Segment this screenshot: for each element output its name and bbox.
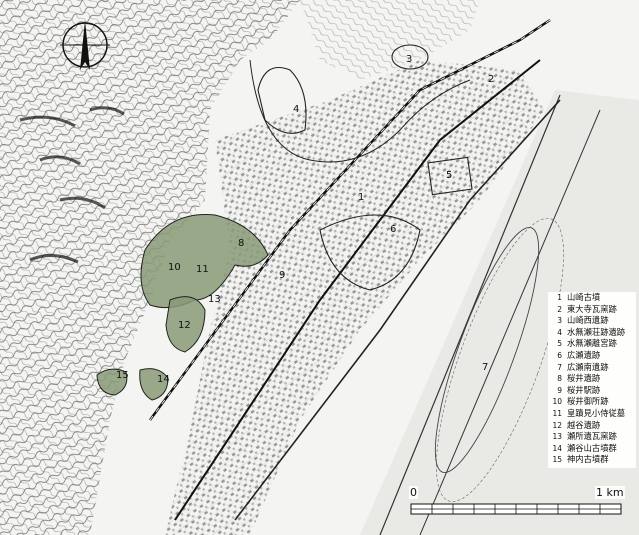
legend-item-label: 広瀬遺跡 — [567, 349, 601, 360]
legend-item-number: 15 — [552, 455, 562, 465]
site-area-12 — [165, 296, 206, 353]
urban-area — [165, 60, 545, 535]
legend-item-label: 東大寺瓦窯跡 — [567, 303, 617, 314]
site-areas — [96, 213, 269, 401]
legend-item-label: 山崎西遺跡 — [567, 315, 609, 326]
legend-item: 8 桜井遺跡 — [548, 373, 636, 385]
site-markers: 1 2 3 4 5 6 7 8 9 10 11 12 13 14 15 — [116, 54, 494, 385]
legend-item-number: 8 — [557, 374, 562, 384]
site-marker-9: 9 — [279, 270, 285, 281]
legend-item: 2 東大寺瓦窯跡 — [548, 304, 636, 316]
legend-item-number: 14 — [552, 443, 562, 453]
legend-item: 15 神内古墳群 — [548, 454, 636, 466]
legend-item-label: 水無瀬離宮跡 — [567, 338, 617, 349]
legend-item: 7 広瀬南遺跡 — [548, 362, 636, 374]
legend-item-label: 神内古墳群 — [567, 454, 609, 465]
site-marker-5: 5 — [446, 170, 452, 181]
site-marker-1: 1 — [358, 192, 364, 203]
scale-end-label: 1 km — [595, 486, 625, 499]
legend-item-number: 13 — [552, 432, 562, 442]
legend-item: 14 瀬谷山古墳群 — [548, 443, 636, 455]
legend-item-label: 皇蹟見小侍従墓 — [567, 407, 626, 418]
site-marker-8: 8 — [238, 238, 244, 249]
legend-item-label: 広瀬南遺跡 — [567, 361, 609, 372]
site-marker-2: 2 — [488, 74, 494, 85]
site-marker-3: 3 — [406, 54, 412, 65]
legend-item-label: 桜井遺跡 — [567, 373, 601, 384]
site-area-15 — [96, 368, 128, 396]
legend-item: 5 水無瀬離宮跡 — [548, 338, 636, 350]
legend-item-number: 10 — [552, 397, 562, 407]
legend-item: 6 広瀬遺跡 — [548, 350, 636, 362]
site-marker-11: 11 — [196, 264, 209, 275]
north-arrow-icon — [60, 20, 110, 70]
legend-item-number: 5 — [557, 339, 562, 349]
legend-item-number: 4 — [557, 327, 562, 337]
legend-item: 10 桜井御所跡 — [548, 396, 636, 408]
legend-item: 1 山崎古墳 — [548, 292, 636, 304]
site-outlines — [257, 44, 473, 291]
legend-item-label: 水無瀬荘跡遺跡 — [567, 326, 626, 337]
legend-item-label: 桜井駅跡 — [567, 384, 601, 395]
legend-item-label: 瀬谷山古墳群 — [567, 442, 617, 453]
site-marker-4: 4 — [293, 104, 299, 115]
legend-item: 11 皇蹟見小侍従墓 — [548, 408, 636, 420]
site-marker-14: 14 — [157, 374, 170, 385]
legend-item-label: 瀬所遺瓦窯跡 — [567, 431, 617, 442]
site-marker-15: 15 — [116, 370, 129, 381]
railway-lines — [149, 19, 561, 521]
legend-item-number: 3 — [557, 316, 562, 326]
legend-item-label: 越谷遺跡 — [567, 419, 601, 430]
legend-item: 4 水無瀬荘跡遺跡 — [548, 327, 636, 339]
legend-item-number: 2 — [557, 304, 562, 314]
site-marker-7: 7 — [482, 362, 488, 373]
legend-item-number: 11 — [552, 408, 562, 418]
legend-item: 12 越谷遺跡 — [548, 420, 636, 432]
scale-start-label: 0 — [409, 486, 418, 499]
site-marker-6: 6 — [390, 224, 396, 235]
scale-bar: 0 1 km — [405, 486, 635, 526]
site-marker-13: 13 — [208, 294, 221, 305]
legend-item-label: 山崎古墳 — [567, 292, 601, 302]
legend-item: 9 桜井駅跡 — [548, 385, 636, 397]
legend-item-number: 9 — [557, 385, 562, 395]
scale-bar-graphic — [410, 503, 622, 515]
site-marker-10: 10 — [168, 262, 181, 273]
site-area-14 — [139, 368, 169, 401]
legend-item: 13 瀬所遺瓦窯跡 — [548, 431, 636, 443]
legend-item-number: 6 — [557, 350, 562, 360]
legend-item-label: 桜井御所跡 — [567, 396, 609, 407]
legend-item: 3 山崎西遺跡 — [548, 315, 636, 327]
legend-item-number: 12 — [552, 420, 562, 430]
site-area-8-10-11 — [140, 213, 269, 309]
legend-item-number: 1 — [557, 293, 562, 302]
site-marker-12: 12 — [178, 320, 191, 331]
legend-item-number: 7 — [557, 362, 562, 372]
